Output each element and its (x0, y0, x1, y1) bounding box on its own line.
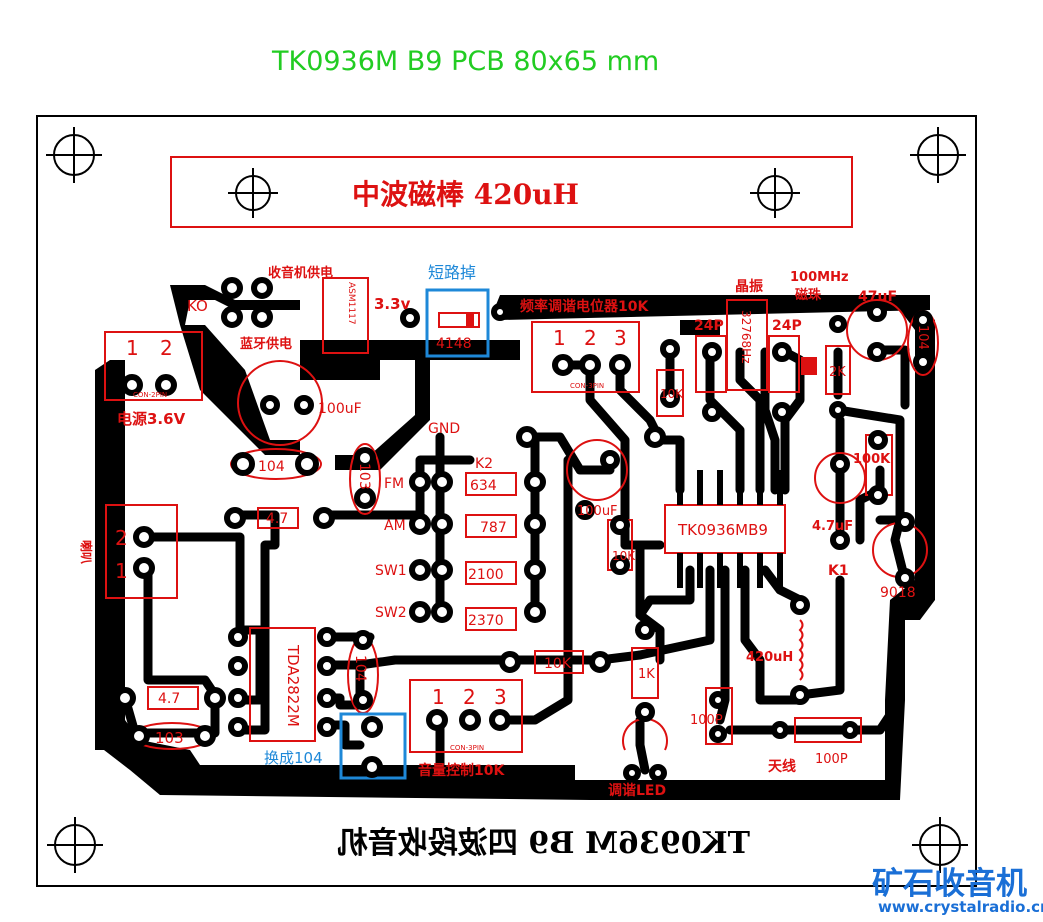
label-10k-b: 10K (612, 549, 636, 563)
label-100uf-mid: 100uF (577, 504, 618, 519)
label-power-pin2: 2 (160, 336, 173, 360)
pcb-title: TK0936M B9 PCB 80x65 mm (272, 46, 660, 77)
label-tune-led: 调谐LED (608, 782, 666, 799)
label-420uh: 420uH (746, 650, 793, 665)
mounting-hole-bottom-right (912, 817, 968, 873)
label-vol-pin3: 3 (494, 685, 507, 709)
label-power-con: CON-2PIN (133, 391, 167, 399)
board-name-mirrored: TK0936M B9 四波段收音机 (338, 826, 750, 861)
label-1k: 1K (638, 667, 655, 682)
label-3v3: 3.3v (374, 295, 411, 313)
label-10k-a: 10K (660, 387, 684, 401)
diode-band (466, 313, 474, 327)
highlight-4148 (425, 288, 490, 358)
label-power: 电源3.6V (117, 410, 186, 428)
label-100p-b: 100P (815, 752, 848, 767)
label-crystal: 晶振 (735, 278, 763, 295)
label-horn: 喇叭 (79, 540, 94, 564)
ferrite-hole-right (750, 168, 800, 218)
label-100p-a: 100P (690, 713, 723, 728)
label-antenna: 天线 (768, 758, 796, 775)
label-47-top: 4.7 (266, 511, 288, 527)
mounting-hole-bottom-left (47, 817, 103, 873)
label-horn-pin1: 1 (115, 559, 128, 583)
label-104-amp: 104 (352, 655, 368, 682)
label-freq-pin3: 3 (614, 326, 627, 350)
label-k2: K2 (475, 456, 493, 472)
label-freq-pin1: 1 (553, 326, 566, 350)
label-horn-pin2: 2 (115, 526, 128, 550)
label-amp-ic: TDA2822M (284, 644, 302, 727)
ferrite-hole-left (228, 168, 278, 218)
label-am: AM (384, 518, 406, 534)
label-freq-pin2: 2 (584, 326, 597, 350)
label-vol-ctrl: 音量控制10K (418, 762, 505, 779)
brand-site: www.crystalradio.cn (878, 898, 1043, 916)
label-main-ic: TK0936MB9 (677, 521, 768, 539)
label-47uf-right: 4.7uF (812, 519, 853, 534)
label-gnd: GND (428, 421, 460, 437)
label-sw2: SW2 (375, 605, 407, 621)
label-vol-pin2: 2 (463, 685, 476, 709)
label-vol-con: CON-3PIN (450, 744, 484, 752)
ferrite-rod-outline (170, 156, 853, 228)
label-634: 634 (470, 478, 497, 494)
label-lanya-gongdian: 蓝牙供电 (240, 336, 292, 352)
led-marker (801, 357, 817, 375)
label-103-bot: 103 (155, 729, 184, 747)
label-100uf-left: 100uF (318, 401, 362, 417)
pads (114, 277, 933, 782)
label-24p-left: 24P (694, 318, 724, 334)
label-k1: K1 (828, 563, 849, 579)
label-2370: 2370 (468, 613, 504, 629)
label-power-pin1: 1 (126, 336, 139, 360)
label-asm: ASM1117 (346, 282, 356, 325)
label-2100: 2100 (468, 567, 504, 583)
label-freq-con: CON-3PIN (570, 382, 604, 390)
label-vol-pin1: 1 (432, 685, 445, 709)
label-sw1: SW1 (375, 563, 407, 579)
mounting-hole-top-left (46, 127, 102, 183)
label-47uf-top: 47uF (858, 289, 897, 305)
label-fm: FM (384, 476, 404, 492)
label-cizhu: 磁珠 (795, 287, 822, 303)
label-huancheng: 换成104 (264, 749, 323, 767)
ferrite-rod-label: 中波磁棒 420uH (352, 178, 579, 211)
label-103-top: 103 (356, 463, 372, 490)
label-freq-pot: 频率调谐电位器10K (520, 298, 649, 315)
highlight-104 (339, 712, 407, 780)
board-outline (36, 115, 977, 887)
label-24p-right: 24P (772, 318, 802, 334)
label-100mhz: 100MHz (790, 270, 849, 285)
brand-logo: 矿石收音机 (872, 866, 1027, 902)
label-xtal: 32768Hz (739, 310, 753, 364)
label-104-left: 104 (258, 459, 285, 475)
ic-pins (677, 470, 783, 588)
label-100k: 100K (853, 452, 891, 467)
label-duanlu: 短路掉 (428, 263, 476, 282)
label-ko: KO (187, 297, 208, 315)
label-9018: 9018 (880, 585, 916, 601)
label-2k: 2K (829, 365, 846, 380)
label-787: 787 (480, 520, 507, 536)
label-10k-c: 10K (544, 656, 572, 672)
label-104-right: 104 (915, 325, 930, 350)
label-4148: 4148 (436, 336, 472, 352)
copper-layer (95, 285, 935, 800)
label-shouyinji-gongdian: 收音机供电 (268, 265, 333, 281)
label-47-bot: 4.7 (158, 691, 180, 707)
mounting-hole-top-right (910, 127, 966, 183)
